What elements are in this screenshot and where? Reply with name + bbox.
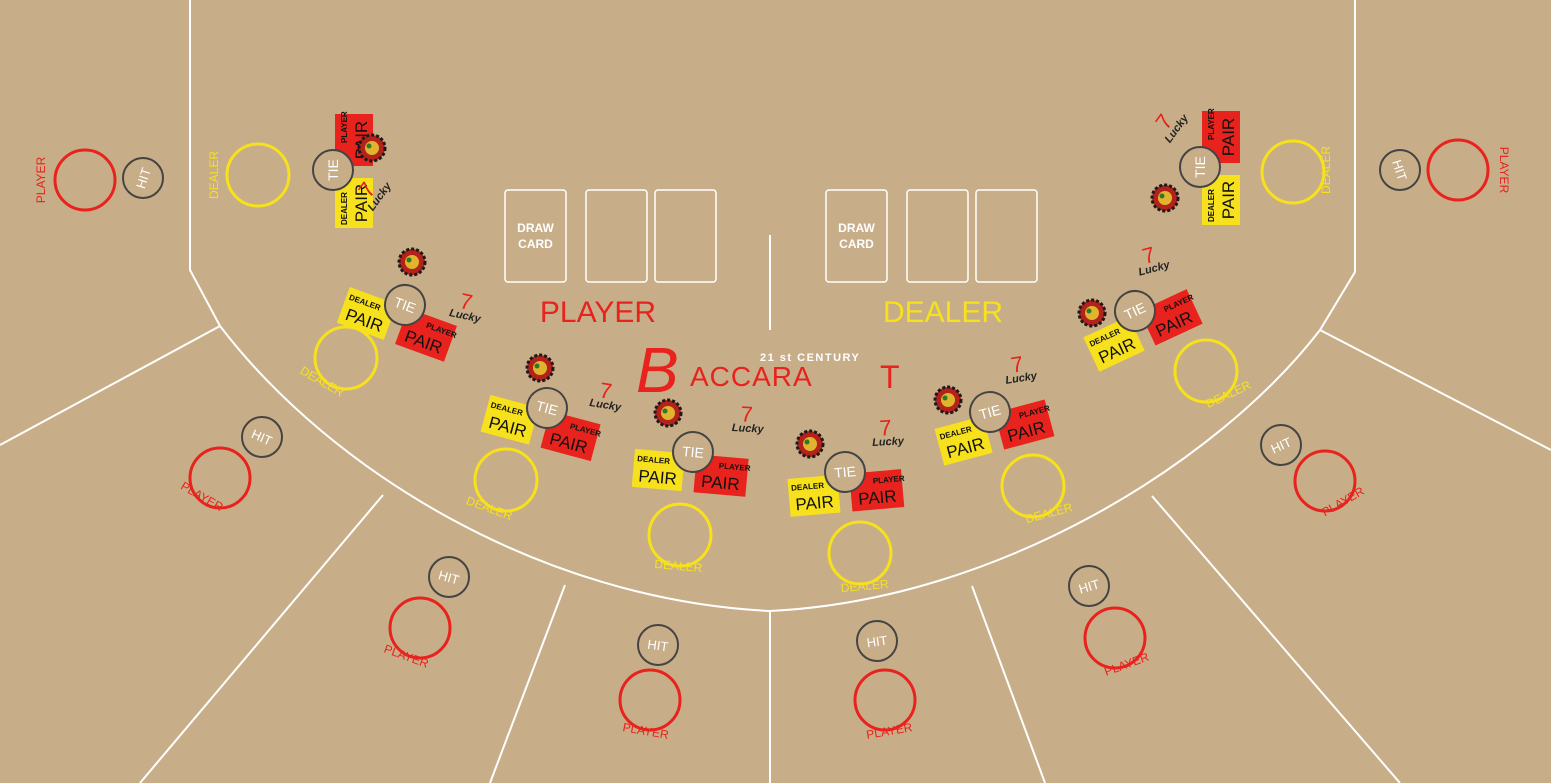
chip-emblem-icon [1079,300,1105,326]
tie-label: TIE [1192,156,1208,178]
lucky-seven-word: Lucky [732,422,765,436]
chip-emblem-icon [655,400,681,426]
player-pair-small: PLAYER [1207,108,1216,140]
dealer-bet-label: DEALER [1319,146,1333,194]
player-bet-label: PLAYER [34,156,48,203]
dealer-bet-label: DEALER [207,151,221,199]
dealer-pair-label: PAIR [638,466,678,488]
player-hand-label: PLAYER [540,296,656,329]
player-pair-label: PAIR [857,487,897,509]
draw-card-label: DRAW [517,221,554,235]
draw-card-label: CARD [839,237,874,251]
tie-label: TIE [681,443,704,461]
chip-emblem-icon [1152,185,1178,211]
player-pair-small: PLAYER [340,111,349,143]
chip-emblem-icon [399,249,425,275]
dealer-pair-label: PAIR [1219,181,1238,219]
dealer-hand-label: DEALER [883,296,1003,329]
dealer-pair-small: DEALER [340,192,349,225]
logo-word: ACCARA [690,361,813,392]
logo-final: T [880,359,900,395]
tie-label: TIE [325,159,341,181]
player-pair-label: PAIR [700,472,740,494]
draw-card-label: CARD [518,237,553,251]
player-pair-label: PAIR [1219,118,1238,156]
draw-card-label: DRAW [838,221,875,235]
logo-initial: B [636,334,679,406]
chip-emblem-icon [359,135,385,161]
chip-emblem-icon [527,355,553,381]
lucky-seven-word: Lucky [872,435,905,449]
player-bet-label: PLAYER [1497,147,1511,194]
hit-label: HIT [866,633,889,651]
chip-emblem-icon [797,431,823,457]
dealer-pair-label: PAIR [795,492,835,514]
dealer-pair-small: DEALER [1207,189,1216,222]
hit-label: HIT [647,637,670,655]
chip-emblem-icon [935,387,961,413]
tie-label: TIE [833,463,856,481]
